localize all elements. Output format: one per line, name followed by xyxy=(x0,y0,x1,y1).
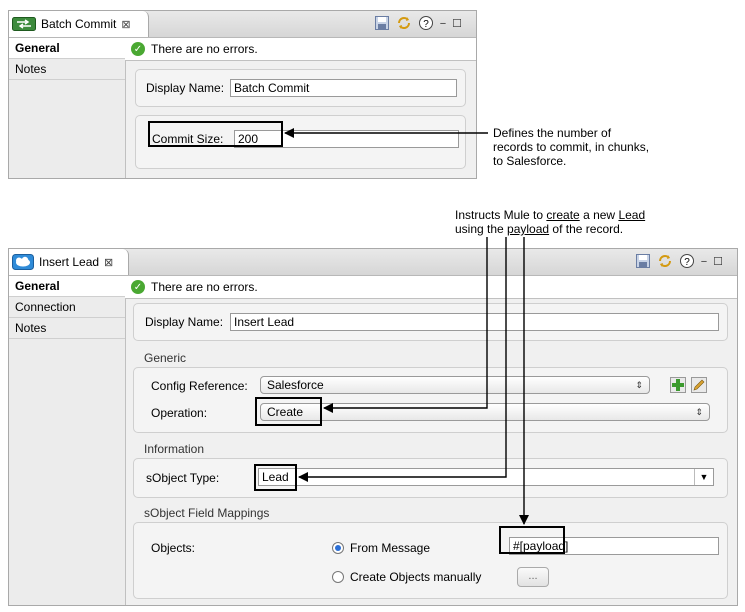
tab-bar: Insert Lead ⊠ ? −☐ xyxy=(9,249,737,276)
create-arrow xyxy=(323,237,488,413)
batch-commit-panel: Batch Commit ⊠ ? −☐ General Notes ✓ Ther… xyxy=(8,10,477,179)
close-icon[interactable]: ⊠ xyxy=(121,18,131,31)
from-message-radio[interactable] xyxy=(332,542,344,554)
dropdown-arrow-icon[interactable]: ▼ xyxy=(694,469,713,485)
objects-label: Objects: xyxy=(151,541,196,555)
sidebar-item-notes[interactable]: Notes xyxy=(9,59,125,80)
status-bar: ✓ There are no errors. xyxy=(125,276,737,299)
tab-insert-lead[interactable]: Insert Lead ⊠ xyxy=(9,249,129,275)
create-manually-label: Create Objects manually xyxy=(350,570,482,584)
minimize-maximize-icon[interactable]: −☐ xyxy=(439,17,468,30)
tab-bar: Batch Commit ⊠ ? −☐ xyxy=(9,11,476,38)
svg-text:?: ? xyxy=(423,19,429,30)
commit-annotation-line-2: records to commit, in chunks, xyxy=(493,140,650,154)
commit-annotation-line-3: to Salesforce. xyxy=(493,154,567,168)
browse-button[interactable]: ... xyxy=(517,567,549,587)
updown-arrow-icon: ⇕ xyxy=(635,380,643,390)
save-icon[interactable] xyxy=(374,15,390,31)
from-message-label: From Message xyxy=(350,541,431,555)
tab-label: Insert Lead xyxy=(39,255,100,269)
generic-group: Config Reference: Salesforce ⇕ Operation… xyxy=(133,367,728,433)
commit-annotation-line-1: Defines the number of xyxy=(493,126,612,140)
sidebar-item-connection[interactable]: Connection xyxy=(9,297,125,318)
salesforce-icon xyxy=(12,254,34,270)
display-name-label: Display Name: xyxy=(146,81,225,95)
operation-label: Operation: xyxy=(151,406,208,420)
commit-annotation: Defines the number of records to commit,… xyxy=(493,126,649,168)
add-icon[interactable] xyxy=(670,377,686,393)
commit-size-label: Commit Size: xyxy=(152,132,224,146)
svg-text:?: ? xyxy=(684,257,690,268)
mappings-group: Objects: From Message #[payload] Create … xyxy=(133,522,728,599)
sidebar-item-general[interactable]: General xyxy=(9,276,125,297)
lead-arrow xyxy=(298,237,507,482)
payload-highlight xyxy=(499,526,565,554)
content-area: Display Name: Insert Lead Generic Config… xyxy=(126,299,737,605)
information-section-title: Information xyxy=(144,442,205,456)
help-icon[interactable]: ? xyxy=(679,253,695,269)
insert-lead-panel: Insert Lead ⊠ ? −☐ General Connection No… xyxy=(8,248,738,606)
mappings-section-title: sObject Field Mappings xyxy=(144,506,270,520)
status-text: There are no errors. xyxy=(151,42,258,56)
check-icon: ✓ xyxy=(131,280,145,294)
status-bar: ✓ There are no errors. xyxy=(125,38,476,61)
commit-size-highlight xyxy=(148,121,283,147)
sync-icon[interactable] xyxy=(657,253,673,269)
help-icon[interactable]: ? xyxy=(418,15,434,31)
tab-batch-commit[interactable]: Batch Commit ⊠ xyxy=(9,11,149,37)
sobject-type-value: Lead xyxy=(262,470,289,484)
create-manually-radio[interactable] xyxy=(332,571,344,583)
close-icon[interactable]: ⊠ xyxy=(104,256,114,269)
sidebar: General Notes xyxy=(9,38,126,178)
generic-section-title: Generic xyxy=(144,351,187,365)
insert-annotation-line-1: Instructs Mule to create a new Lead xyxy=(455,208,646,222)
content-area: Display Name: Batch Commit Commit Size: … xyxy=(126,61,476,178)
display-name-input[interactable]: Batch Commit xyxy=(230,79,457,97)
display-name-group: Display Name: Batch Commit xyxy=(135,69,466,107)
sync-icon[interactable] xyxy=(396,15,412,31)
check-icon: ✓ xyxy=(131,42,145,56)
operation-value: Create xyxy=(267,405,304,419)
batch-commit-icon xyxy=(12,16,36,32)
display-name-group: Display Name: Insert Lead xyxy=(133,303,728,341)
display-name-label: Display Name: xyxy=(145,315,224,329)
tab-label: Batch Commit xyxy=(41,17,117,31)
objects-expression-input[interactable]: #[payload] xyxy=(509,537,719,555)
config-reference-select[interactable]: Salesforce ⇕ xyxy=(260,376,650,394)
minimize-maximize-icon[interactable]: −☐ xyxy=(700,255,729,268)
config-reference-value: Salesforce xyxy=(267,378,324,392)
save-icon[interactable] xyxy=(635,253,651,269)
sidebar-item-notes[interactable]: Notes xyxy=(9,318,125,339)
display-name-input[interactable]: Insert Lead xyxy=(230,313,719,331)
sidebar: General Connection Notes xyxy=(9,276,126,605)
status-text: There are no errors. xyxy=(151,280,258,294)
config-reference-label: Config Reference: xyxy=(151,379,248,393)
insert-annotation-line-2: using the payload of the record. xyxy=(455,222,624,236)
insert-annotation: Instructs Mule to create a new Lead usin… xyxy=(455,208,645,236)
sidebar-item-general[interactable]: General xyxy=(9,38,125,59)
sobject-type-highlight xyxy=(254,464,297,491)
operation-highlight xyxy=(255,397,322,426)
sobject-type-label: sObject Type: xyxy=(146,471,220,485)
edit-icon[interactable] xyxy=(691,377,707,393)
updown-arrow-icon: ⇕ xyxy=(695,407,703,417)
